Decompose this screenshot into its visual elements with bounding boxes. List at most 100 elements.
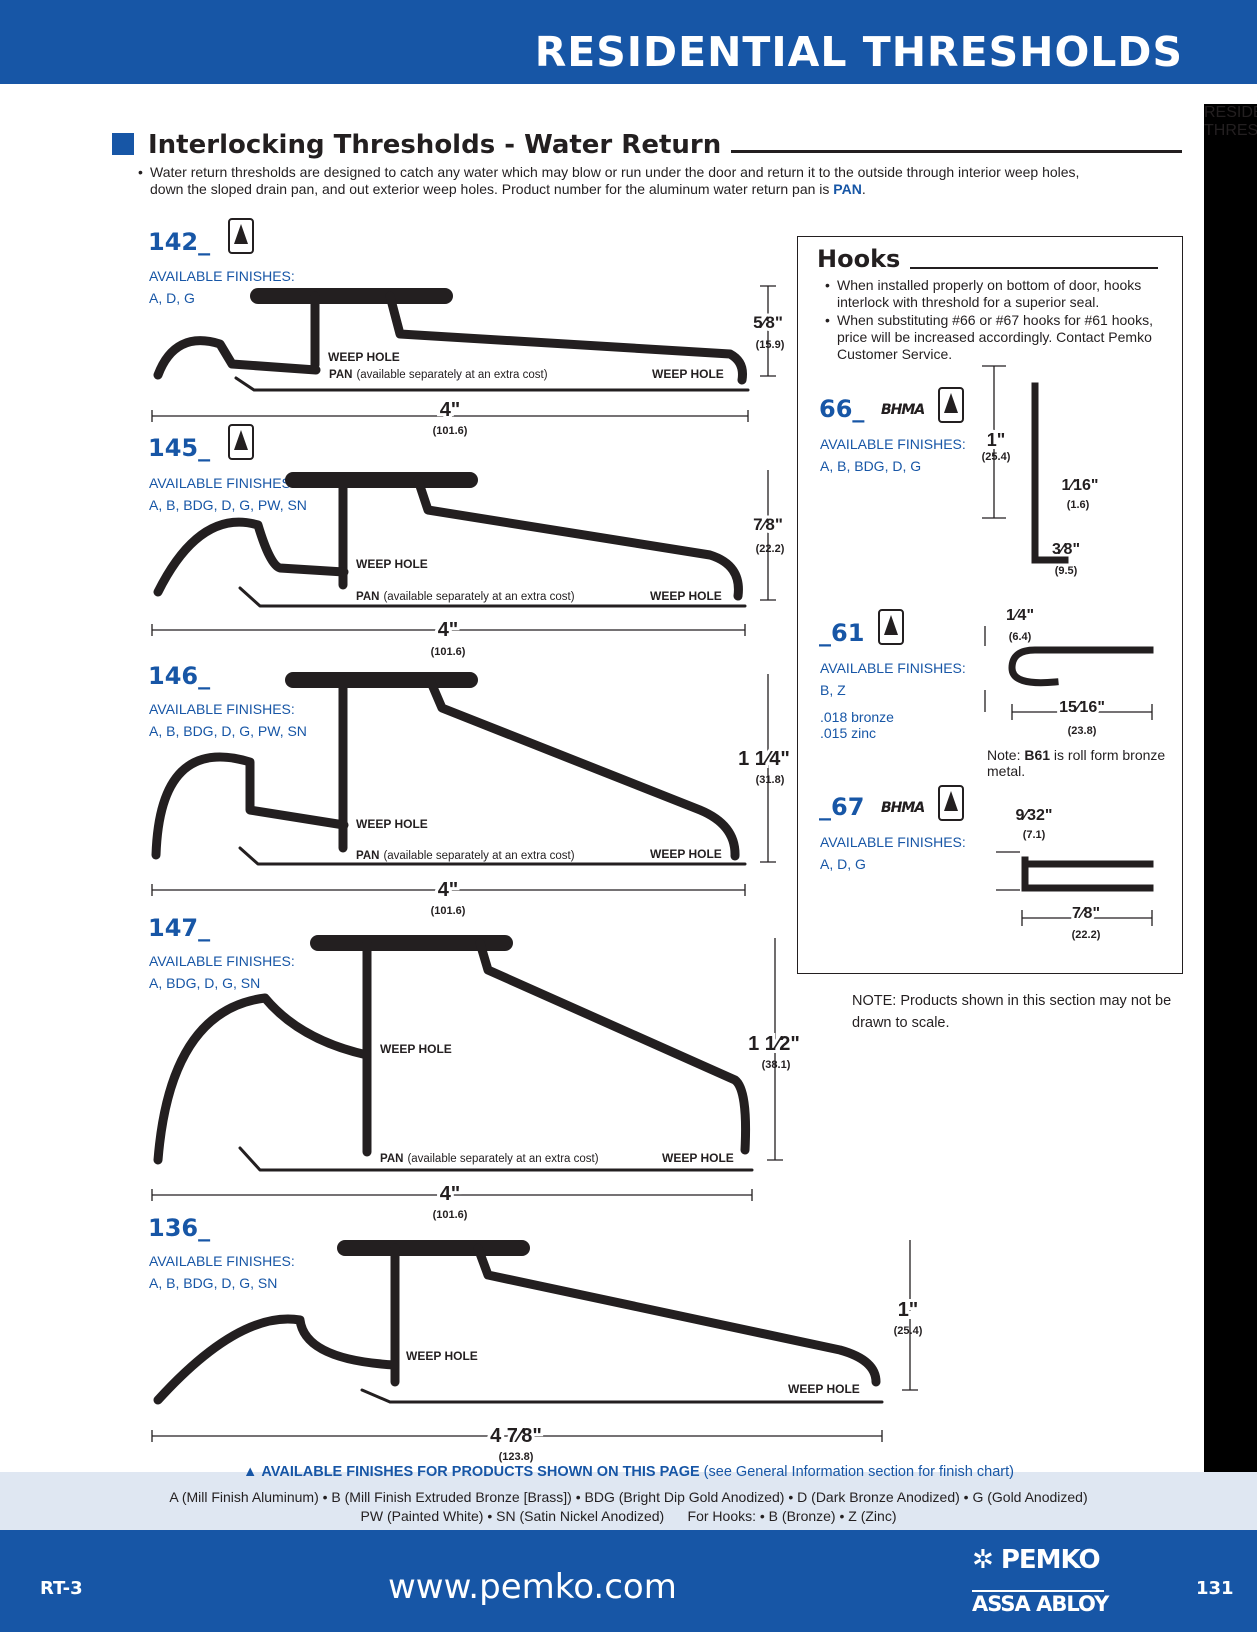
width-mm-142: (101.6) — [433, 425, 468, 437]
product-number-147: 147_ — [148, 914, 211, 942]
hook-number-66: 66_ — [819, 395, 865, 423]
hook-note-61: Note: B61 is roll form bronze metal. — [987, 747, 1166, 779]
assa-abloy-logo: ASSA ABLOY — [972, 1592, 1109, 1616]
bhma-certified-icon: BHMA — [881, 402, 933, 422]
section-rule — [712, 150, 1182, 153]
fire-rating-icon — [938, 785, 964, 821]
hook-number-67: _67 — [819, 793, 865, 821]
pan-label: PAN — [356, 850, 379, 862]
hook67-dim: 9⁄32" — [1016, 807, 1053, 824]
hook-finishes-66: AVAILABLE FINISHES:A, B, BDG, D, G — [820, 436, 966, 474]
weep-hole-label: WEEP HOLE — [356, 557, 428, 571]
product-number-136: 136_ — [148, 1214, 211, 1242]
pemko-mark-icon: ✲ — [972, 1545, 1001, 1575]
weep-hole-label: WEEP HOLE — [380, 1042, 452, 1056]
weep-hole-label: WEEP HOLE — [650, 589, 722, 603]
hook66-dim-mm: (9.5) — [1055, 565, 1078, 577]
weep-hole-label: WEEP HOLE — [662, 1151, 734, 1165]
footer-bar — [0, 1530, 1257, 1632]
side-tab-label: RESIDENTIAL THRESHOLDS — [1204, 104, 1257, 139]
pan-note: (available separately at an extra cost) — [383, 850, 574, 862]
height-142: 5⁄8" — [753, 313, 783, 332]
height-mm-142: (15.9) — [756, 339, 785, 351]
hook61-dim-mm: (6.4) — [1009, 631, 1032, 643]
svg-text:PAN(available separately at an: PAN (available separately at an extra cos… — [380, 1153, 599, 1165]
logo-rule — [972, 1590, 1104, 1592]
weep-hole-label: WEEP HOLE — [406, 1349, 478, 1363]
intro-text: Water return thresholds are designed to … — [150, 164, 1080, 197]
intro-paragraph: • Water return thresholds are designed t… — [138, 164, 1110, 198]
hook-drawings — [1008, 382, 1154, 892]
height-mm-147: (38.1) — [762, 1059, 791, 1071]
pan-note: (available separately at an extra cost) — [383, 591, 574, 603]
svg-text:PAN(available separately at an: PAN (available separately at an extra cos… — [356, 591, 575, 603]
hook-materials-61: .018 bronze.015 zinc — [820, 709, 894, 741]
profile-146 — [151, 672, 747, 866]
weep-hole-label: WEEP HOLE — [356, 817, 428, 831]
width-mm-136: (123.8) — [499, 1451, 534, 1463]
pemko-logo: ✲ PEMKO — [972, 1545, 1101, 1575]
fire-rating-icon — [228, 218, 254, 254]
website-link[interactable]: www.pemko.com — [388, 1567, 677, 1607]
hook66-dim: 3⁄8" — [1052, 541, 1080, 558]
weep-hole-label: WEEP HOLE — [652, 367, 724, 381]
scale-note: NOTE: Products shown in this section may… — [852, 993, 1172, 1031]
height-147: 1 1⁄2" — [748, 1033, 800, 1055]
hook61-dim: 15⁄16" — [1059, 699, 1105, 716]
hook67-dim-mm: (22.2) — [1072, 929, 1101, 941]
width-145: 4" — [438, 619, 459, 641]
weep-hole-label: WEEP HOLE — [788, 1382, 860, 1396]
intro-pan: PAN — [833, 181, 862, 197]
profile-142 — [153, 288, 750, 392]
profile-147 — [153, 935, 754, 1172]
pan-label: PAN — [356, 591, 379, 603]
fire-rating-icon — [878, 609, 904, 645]
finishes-146: AVAILABLE FINISHES:A, B, BDG, D, G, PW, … — [149, 701, 307, 739]
triangle-icon: ▲ — [243, 1464, 262, 1480]
page-number: 131 — [1196, 1578, 1234, 1599]
hooks-rule — [910, 267, 1158, 269]
section-code: RT-3 — [40, 1578, 83, 1599]
width-mm-145: (101.6) — [431, 646, 466, 658]
hook-number-61: _61 — [819, 619, 865, 647]
hook-finishes-67: AVAILABLE FINISHES:A, D, G — [820, 834, 966, 872]
finishes-band — [0, 1472, 1257, 1530]
hooks-title: Hooks — [817, 245, 909, 273]
hook61-dim-mm: (23.8) — [1068, 725, 1097, 737]
intro-end: . — [861, 181, 866, 197]
height-mm-145: (22.2) — [756, 543, 785, 555]
hook66-dim: 1" — [987, 430, 1006, 450]
section-square-icon — [112, 133, 134, 155]
svg-text:PAN(available separately at an: PAN (available separately at an extra cos… — [356, 850, 575, 862]
svg-text:PAN(available separately at an: PAN (available separately at an extra cos… — [329, 369, 548, 381]
profile-136 — [153, 1240, 884, 1405]
weep-hole-label: WEEP HOLE — [650, 847, 722, 861]
width-136: 4 7⁄8" — [490, 1425, 542, 1447]
section-heading: Interlocking Thresholds - Water Return — [112, 130, 1182, 160]
dimension-lines — [151, 285, 1153, 1442]
product-number-145: 145_ — [148, 434, 211, 462]
pan-note: (available separately at an extra cost) — [407, 1153, 598, 1165]
height-mm-146: (31.8) — [756, 774, 785, 786]
product-number-146: 146_ — [148, 662, 211, 690]
pan-label: PAN — [329, 369, 352, 381]
finishes-142: AVAILABLE FINISHES:A, D, G — [149, 268, 295, 306]
finishes-145: AVAILABLE FINISHES:A, B, BDG, D, G, PW, … — [149, 475, 307, 513]
hook61-dim: 1⁄4" — [1006, 607, 1034, 624]
pan-label: PAN — [380, 1153, 403, 1165]
width-mm-146: (101.6) — [431, 905, 466, 917]
profile-145 — [153, 472, 747, 608]
hook66-dim: 1⁄16" — [1062, 477, 1099, 494]
finishes-line-2: PW (Painted White) • SN (Satin Nickel An… — [360, 1508, 897, 1524]
pan-note: (available separately at an extra cost) — [356, 369, 547, 381]
width-mm-147: (101.6) — [433, 1209, 468, 1221]
width-147: 4" — [440, 1183, 461, 1205]
product-number-142: 142_ — [148, 228, 211, 256]
hook-finishes-61: AVAILABLE FINISHES:B, Z — [820, 660, 966, 698]
hook66-dim-mm: (1.6) — [1067, 499, 1090, 511]
finishes-heading: ▲ AVAILABLE FINISHES FOR PRODUCTS SHOWN … — [243, 1464, 1014, 1480]
hook67-dim: 7⁄8" — [1072, 905, 1100, 922]
finishes-136: AVAILABLE FINISHES:A, B, BDG, D, G, SN — [149, 1253, 295, 1291]
height-146: 1 1⁄4" — [738, 748, 790, 770]
